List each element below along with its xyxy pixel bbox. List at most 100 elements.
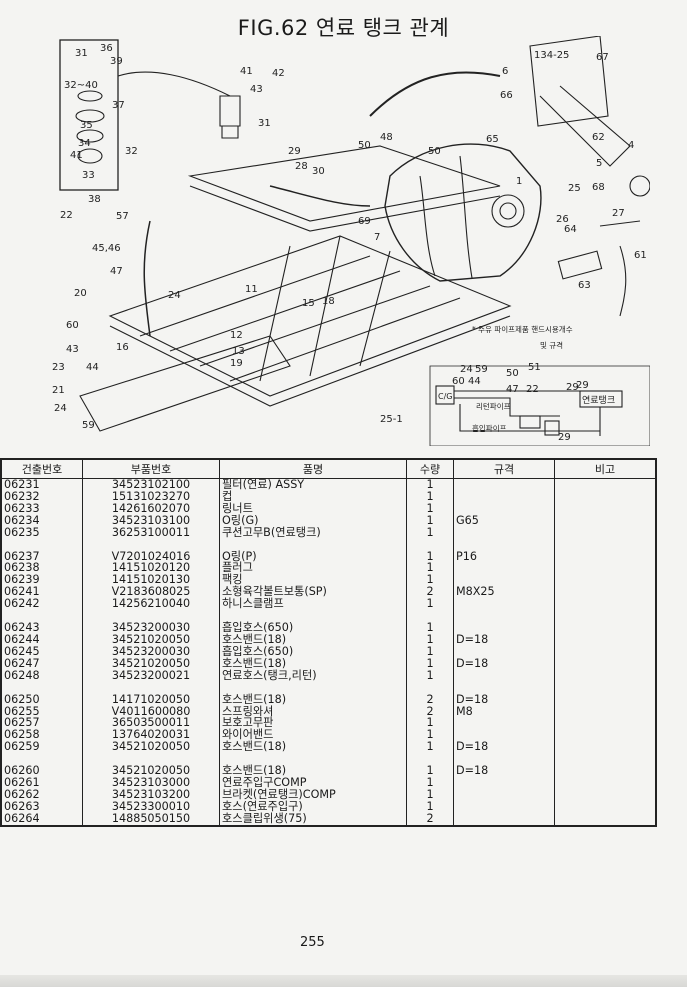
cell-code: 06247 [4,656,40,670]
cell-code: 06260 [4,764,40,778]
cell-qty: 1 [406,514,454,527]
cell-code: 06257 [4,716,40,730]
cell-code: 06262 [4,787,40,801]
cell-note [554,705,656,718]
cell-qty: 1 [406,634,454,646]
callout-label: 38 [88,194,101,205]
cell-code: 06258 [4,728,40,742]
group-spacer-row [1,681,656,694]
cell-spec: D=18 [453,657,555,670]
scan-edge [0,975,687,987]
cell-note [554,812,656,826]
cell-spec: D=18 [453,765,555,778]
callout-label: 24 [460,364,473,375]
spacer-cell [406,610,454,623]
cell-part: 14885050150 [82,812,220,826]
figure-title: FIG.62 연료 탱크 관계 [237,16,450,40]
spacer-cell [406,753,454,766]
column-header: 품명 [219,459,407,479]
callout-label: 21 [52,385,65,396]
callout-label: 25-1 [380,414,403,425]
cell-qty: 1 [406,478,454,491]
cell-name: 링너트 [219,502,407,515]
callout-label: 13 [232,346,245,357]
group-spacer-row [1,538,656,551]
callout-label: 63 [578,280,591,291]
cell-code: 06231 [4,478,40,491]
cell-note [554,717,656,730]
spacer-cell [453,610,555,623]
cell-qty: 1 [406,645,454,658]
spacer-cell [453,538,555,551]
cell-qty: 1 [406,622,454,634]
cell-code: 06244 [4,632,40,646]
callout-label: 45,46 [92,243,121,254]
cell-note [554,598,656,611]
callout-label: 32~40 [64,80,98,91]
callout-label: 20 [74,288,87,299]
cell-code: 06255 [4,704,40,718]
cell-code: 06234 [4,513,40,527]
cell-part: 34523102100 [82,478,220,491]
cell-code: 06259 [4,740,40,754]
cell-qty: 2 [406,586,454,599]
cell-note [554,657,656,670]
cell-name: 보호고무판 [219,717,407,730]
spacer-cell [219,681,407,694]
cell-qty: 1 [406,526,454,539]
cell-part: 34523200030 [82,645,220,658]
cell-name: 필터(연료) ASSY [219,478,407,491]
cell-part: 14261602070 [82,502,220,515]
cell-name: 호스밴드(18) [219,657,407,670]
cell-note [554,490,656,503]
callout-label: 44 [86,362,99,373]
spacer-cell [1,682,83,694]
column-header: 규격 [453,459,555,479]
cell-qty: 1 [406,669,454,682]
callout-label: 30 [312,166,325,177]
cell-name: 하니스클램프 [219,598,407,611]
callout-label: 15 [302,298,315,309]
cell-spec [453,729,555,742]
cell-name: 흡입호스(650) [219,622,407,634]
callout-label: 37 [112,100,125,111]
cell-spec [453,598,555,611]
cell-code: 06261 [4,776,40,790]
cell-spec [453,645,555,658]
callout-label: 6 [502,66,508,77]
callout-label: 1 [516,176,522,187]
cell-part: 15131023270 [82,491,220,503]
cell-name: 컵 [219,491,407,503]
spacer-cell [406,538,454,551]
callout-label: 39 [110,56,123,67]
diagram-note: * 주유 파이프제품 핸드시용개수 [472,324,573,334]
cell-qty: 1 [406,741,454,754]
cell-qty: 1 [406,657,454,670]
cell-note [554,502,656,515]
cell-part: 34521020050 [82,741,220,754]
spacer-cell [219,610,407,623]
spacer-cell [554,538,656,551]
callout-label: 60 [66,320,79,331]
callout-label: 44 [468,376,481,387]
cell-name: 연료주입구COMP [219,777,407,789]
cell-name: 와이어밴드 [219,729,407,742]
cell-qty: 1 [406,717,454,730]
callout-label: 29 [566,382,579,393]
callout-label: 67 [596,52,609,63]
cell-part: 36503500011 [82,717,220,730]
parts-diagram: 31 36 32~40 39 37 35 34 41 33 32 41 42 4… [40,35,651,447]
diagram-note: 및 규격 [540,340,563,350]
column-header: 비고 [554,459,656,479]
spacer-cell [82,538,220,551]
schematic-cg-label: C/G [438,392,452,401]
cell-name: O링(G) [219,514,407,527]
cell-code: 06263 [4,799,40,813]
